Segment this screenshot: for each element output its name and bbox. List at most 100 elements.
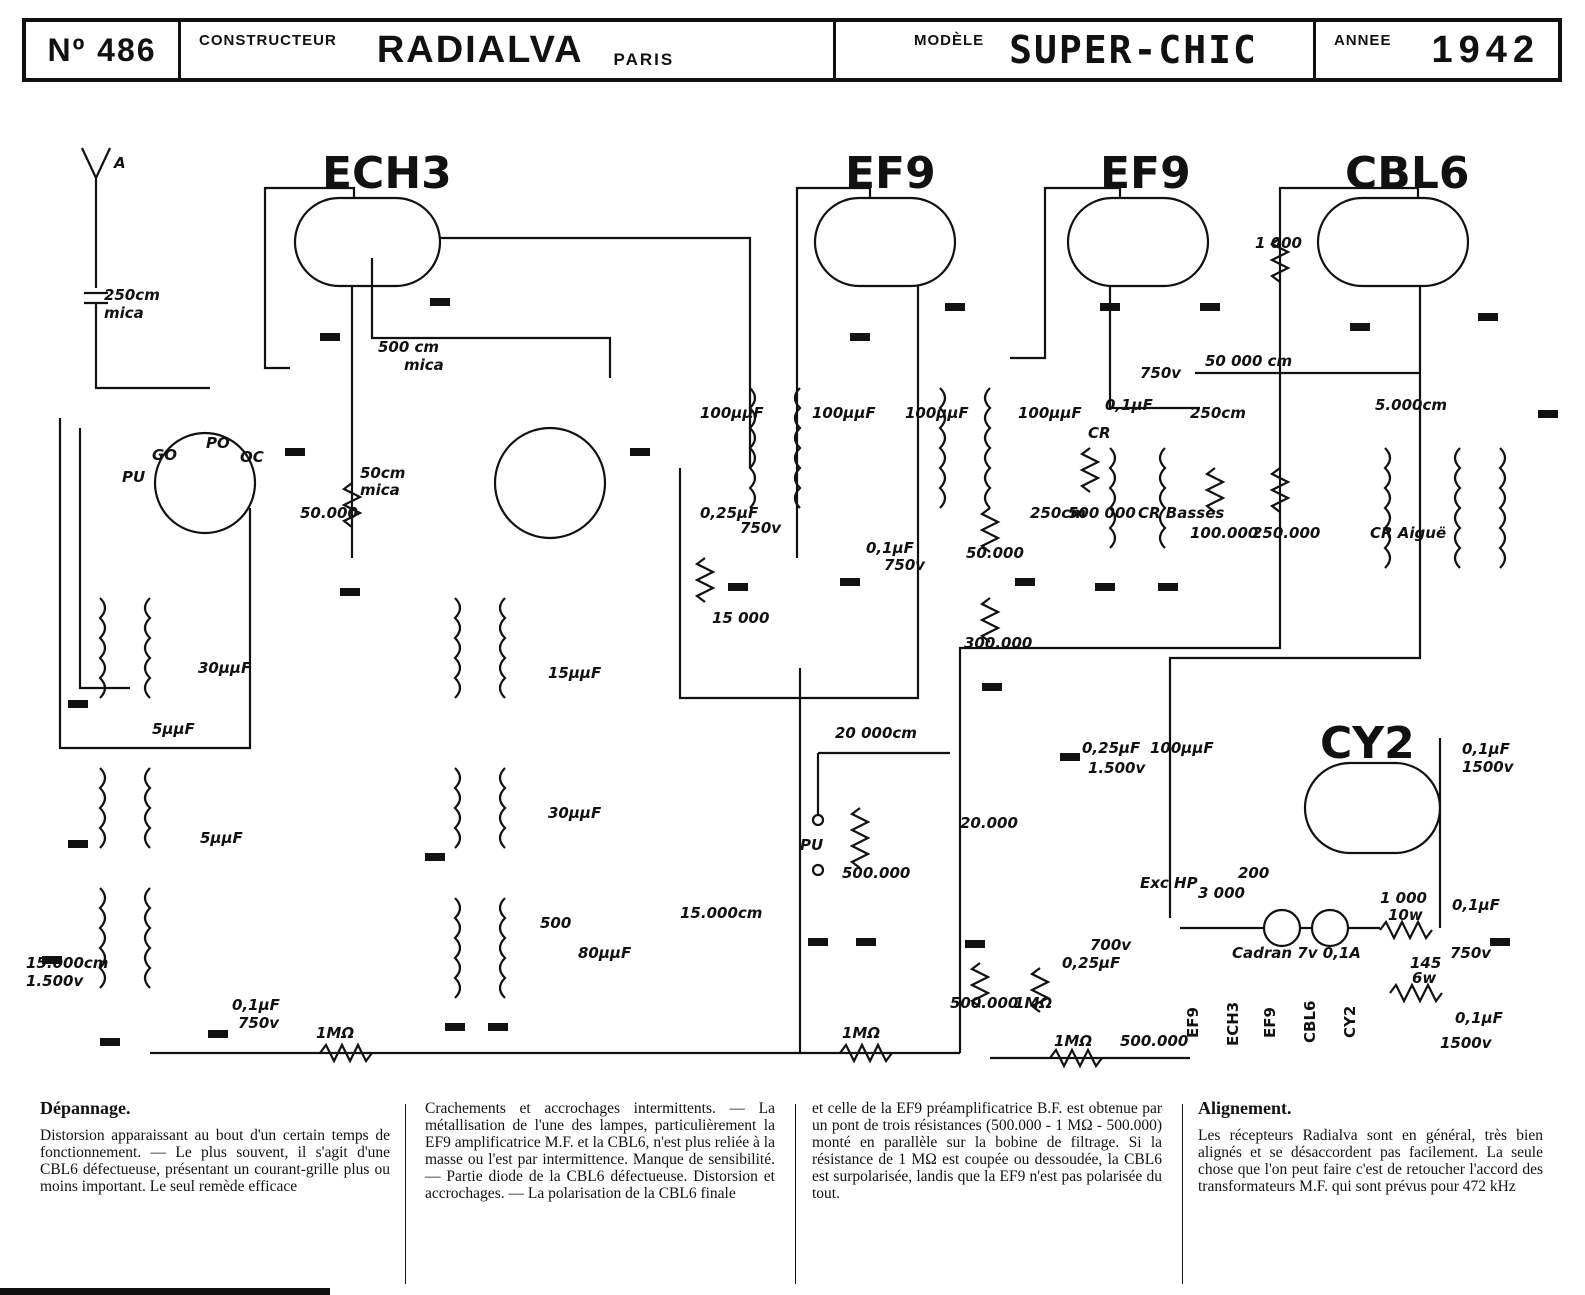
title-block: Nº 486 CONSTRUCTEUR RADIALVA PARIS MODÈL… (22, 18, 1562, 82)
label-w10: 10w (1388, 906, 1423, 924)
label-c-01b: 0,1µF (866, 539, 915, 557)
label-cr: CR (1088, 424, 1111, 442)
tube-label-ech3: ECH3 (322, 148, 452, 199)
label-c-100b: 100µµF (812, 404, 876, 422)
label-v700: 700v (1090, 936, 1132, 954)
modele-cell: MODÈLE SUPER-CHIC (836, 22, 1316, 78)
label-r-1m-c: 1MΩ (1014, 994, 1052, 1012)
label-c-250b: 250cm (1030, 504, 1086, 522)
label-v1500b: 1500v (1462, 758, 1515, 776)
label-po: PO (206, 434, 230, 452)
alignement-text: Les récepteurs Radialva sont en général,… (1198, 1127, 1543, 1195)
label-c-50000: 50 000 cm (1205, 352, 1292, 370)
label-c-15uf: 15µµF (548, 664, 602, 682)
tube-label-ef9-bf: EF9 (1100, 148, 1191, 199)
column-divider (1182, 1104, 1183, 1284)
label-c-100e: 100µµF (1150, 739, 1214, 757)
label-mica-1: mica (104, 304, 144, 322)
label-r-250000: 250.000 (1252, 524, 1320, 542)
depannage-text: Distorsion apparaissant au bout d'un cer… (40, 1127, 390, 1195)
schematic-diagram: ECH3 EF9 EF9 CBL6 CY2 A 250cm mica 500 c… (26, 147, 1558, 1069)
label-c-50: 50cm (360, 464, 405, 482)
label-r-20000: 20.000 (960, 814, 1018, 832)
filament-label-cbl6: CBL6 (1301, 1001, 1319, 1043)
label-c-500b: 500 (540, 914, 571, 932)
tube-label-cy2: CY2 (1320, 718, 1415, 769)
label-oc: OC (240, 448, 264, 466)
label-v1500c: 1500v (1440, 1034, 1493, 1052)
number-cell: Nº 486 (26, 22, 181, 78)
label-c-01e: 0,1µF (1452, 896, 1501, 914)
label-r-3000: 3 000 (1198, 884, 1245, 902)
label-mica-3: mica (360, 481, 400, 499)
label-c-20000: 20 000cm (835, 724, 917, 742)
label-c-025: 0,25µF (700, 504, 759, 522)
label-c-5uf-b: 5µµF (200, 829, 244, 847)
label-pu-2: PU (800, 836, 823, 854)
label-c-250c: 250cm (1190, 404, 1246, 422)
col-polarisation: et celle de la EF9 préamplificatrice B.F… (812, 1100, 1162, 1202)
label-c-80uf: 80µµF (578, 944, 632, 962)
label-c-15000: 15.000cm (26, 954, 108, 972)
label-v750: 750v (238, 1014, 280, 1032)
tube-label-ef9-mf: EF9 (845, 148, 936, 199)
label-c-01-750: 0,1µF (232, 996, 281, 1014)
filament-label-ef9-1: EF9 (1184, 1007, 1202, 1038)
label-c-025c: 0,25µF (1082, 739, 1141, 757)
constructeur-name: RADIALVA (376, 28, 584, 71)
filament-label-cy2: CY2 (1341, 1006, 1359, 1038)
label-c-30uf-b: 30µµF (548, 804, 602, 822)
label-c-250: 250cm (104, 286, 160, 304)
label-r-1000b: 1 000 (1380, 889, 1427, 907)
label-r-500000c: 500.000 (1120, 1032, 1188, 1050)
label-r-500000b: 500.000 (950, 994, 1018, 1012)
antenna-label: A (113, 154, 126, 172)
modele-label: MODÈLE (913, 32, 985, 49)
crachements-text: Crachements et accrochages intermittents… (425, 1100, 775, 1202)
col-crachements: Crachements et accrochages intermittents… (425, 1100, 775, 1202)
label-exc-hp: Exc HP (1140, 874, 1198, 892)
label-r-1000: 1 000 (1255, 234, 1302, 252)
tube-label-cbl6: CBL6 (1345, 148, 1469, 199)
label-r-500000: 500.000 (842, 864, 910, 882)
label-v750c: 750v (884, 556, 926, 574)
polarisation-text: et celle de la EF9 préamplificatrice B.F… (812, 1100, 1162, 1202)
label-c-100d: 100µµF (1018, 404, 1082, 422)
filament-label-ech3: ECH3 (1224, 1002, 1242, 1046)
label-r-1m-b: 1MΩ (842, 1024, 880, 1042)
label-c-5000: 5.000cm (1375, 396, 1447, 414)
coil-block (98, 387, 1507, 999)
label-r-200: 200 (1238, 864, 1269, 882)
label-c-100a: 100µµF (700, 404, 764, 422)
schematic-number: Nº 486 (47, 31, 157, 68)
label-c-01d: 0,1µF (1462, 740, 1511, 758)
label-cr-basses: CR Basses (1138, 504, 1224, 522)
label-r-145: 145 (1410, 954, 1441, 972)
label-r-15000: 15 000 (712, 609, 769, 627)
bottom-bar (0, 1288, 330, 1295)
label-c-5uf-a: 5µµF (152, 720, 196, 738)
label-r-50000: 50.000 (300, 504, 358, 522)
label-c-025b: 0,25µF (1062, 954, 1121, 972)
label-cr-aigue: CR Aiguë (1370, 524, 1446, 542)
filament-label-ef9-2: EF9 (1261, 1007, 1279, 1038)
notes-section: Dépannage. Distorsion apparaissant au bo… (30, 1098, 1560, 1290)
label-r-500000d: 500 000 (1068, 504, 1136, 522)
label-v1500: 1.500v (1088, 759, 1146, 777)
label-mica-2: mica (404, 356, 444, 374)
label-r-100000: 100.000 (1190, 524, 1258, 542)
label-c-01c: 0,1µF (1105, 396, 1154, 414)
alignement-title: Alignement. (1198, 1098, 1292, 1118)
label-r-50000b: 50.000 (966, 544, 1024, 562)
annee-value: 1942 (1431, 28, 1540, 71)
constructeur-city: PARIS (613, 50, 675, 69)
col-alignement: Alignement. Les récepteurs Radialva sont… (1198, 1098, 1543, 1195)
label-c-500: 500 cm (378, 338, 439, 356)
label-go: GO (152, 446, 177, 464)
label-r-1m-a: 1MΩ (316, 1024, 354, 1042)
depannage-title: Dépannage. (40, 1098, 131, 1118)
label-v750b: 750v (740, 519, 782, 537)
label-c-100c: 100µµF (905, 404, 969, 422)
label-v750d: 750v (1140, 364, 1182, 382)
label-pu-1: PU (122, 468, 145, 486)
